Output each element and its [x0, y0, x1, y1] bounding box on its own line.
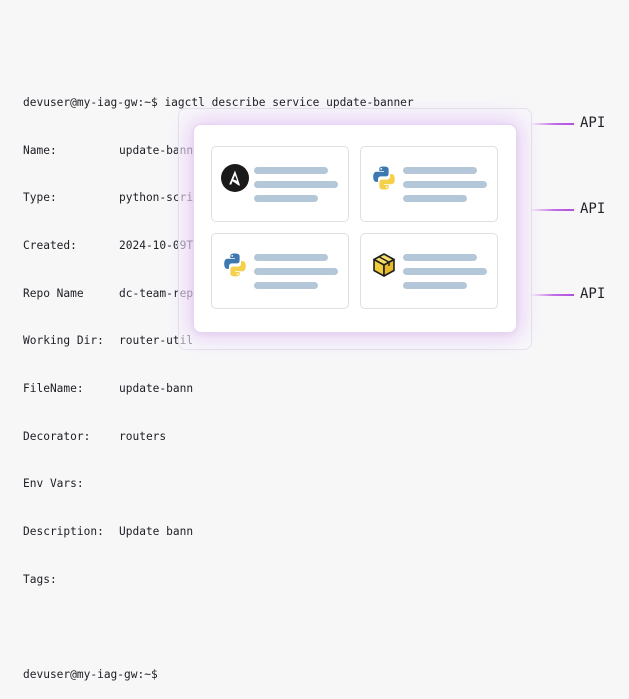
field-label: FileName:: [23, 382, 84, 396]
api-connector-line: [530, 294, 574, 296]
package-box-icon: [373, 253, 395, 277]
field-value: Update bann: [119, 525, 194, 539]
api-connector-line: [530, 123, 574, 125]
ansible-icon: [221, 164, 249, 192]
placeholder-bar: [254, 254, 328, 261]
placeholder-bar: [403, 268, 487, 275]
python-icon: [373, 166, 395, 190]
prompt-text: devuser@my-iag-gw:~$: [23, 668, 158, 682]
placeholder-bar: [403, 254, 477, 261]
field-row: Description: Update bann: [23, 524, 414, 540]
field-label: Type:: [23, 191, 57, 205]
placeholder-bar: [254, 167, 328, 174]
placeholder-bar: [254, 195, 318, 202]
integrations-panel: [193, 124, 517, 333]
field-value: routers: [119, 429, 167, 443]
api-label: API: [580, 115, 606, 131]
api-label: API: [580, 201, 606, 217]
integration-card-python[interactable]: [360, 146, 498, 222]
integration-card-ansible[interactable]: [211, 146, 349, 222]
python-icon: [224, 253, 246, 277]
field-row: Tags:: [23, 572, 414, 588]
terminal-command-line: devuser@my-iag-gw:~$ iagctl describe ser…: [23, 95, 414, 111]
placeholder-bar: [254, 268, 338, 275]
field-label: Repo Name: [23, 286, 84, 300]
placeholder-bar: [403, 181, 487, 188]
field-label: Name:: [23, 143, 57, 157]
field-row: Repo Name dc-team-rep: [23, 286, 414, 302]
field-row: Env Vars:: [23, 476, 414, 492]
field-label: Env Vars:: [23, 477, 84, 491]
placeholder-bar: [403, 167, 477, 174]
field-label: Decorator:: [23, 429, 91, 443]
blank-line: [23, 620, 414, 636]
integration-card-package[interactable]: [360, 233, 498, 309]
field-value: update-bann: [119, 382, 194, 396]
field-label: Created:: [23, 238, 77, 252]
api-label: API: [580, 286, 606, 302]
placeholder-bar: [403, 282, 467, 289]
placeholder-bar: [403, 195, 467, 202]
integration-card-python[interactable]: [211, 233, 349, 309]
field-value: dc-team-rep: [119, 286, 194, 300]
placeholder-bar: [254, 181, 338, 188]
field-label: Description:: [23, 525, 104, 539]
field-row: Working Dir: router-util: [23, 333, 414, 349]
field-row: Decorator: routers: [23, 429, 414, 445]
placeholder-bar: [254, 282, 318, 289]
field-label: Tags:: [23, 572, 57, 586]
terminal-prompt-line: devuser@my-iag-gw:~$: [23, 667, 414, 683]
api-connector-line: [530, 209, 574, 211]
field-label: Working Dir:: [23, 334, 104, 348]
field-value: router-util: [119, 334, 194, 348]
command-text: devuser@my-iag-gw:~$ iagctl describe ser…: [23, 95, 414, 109]
field-row: FileName: update-bann: [23, 381, 414, 397]
